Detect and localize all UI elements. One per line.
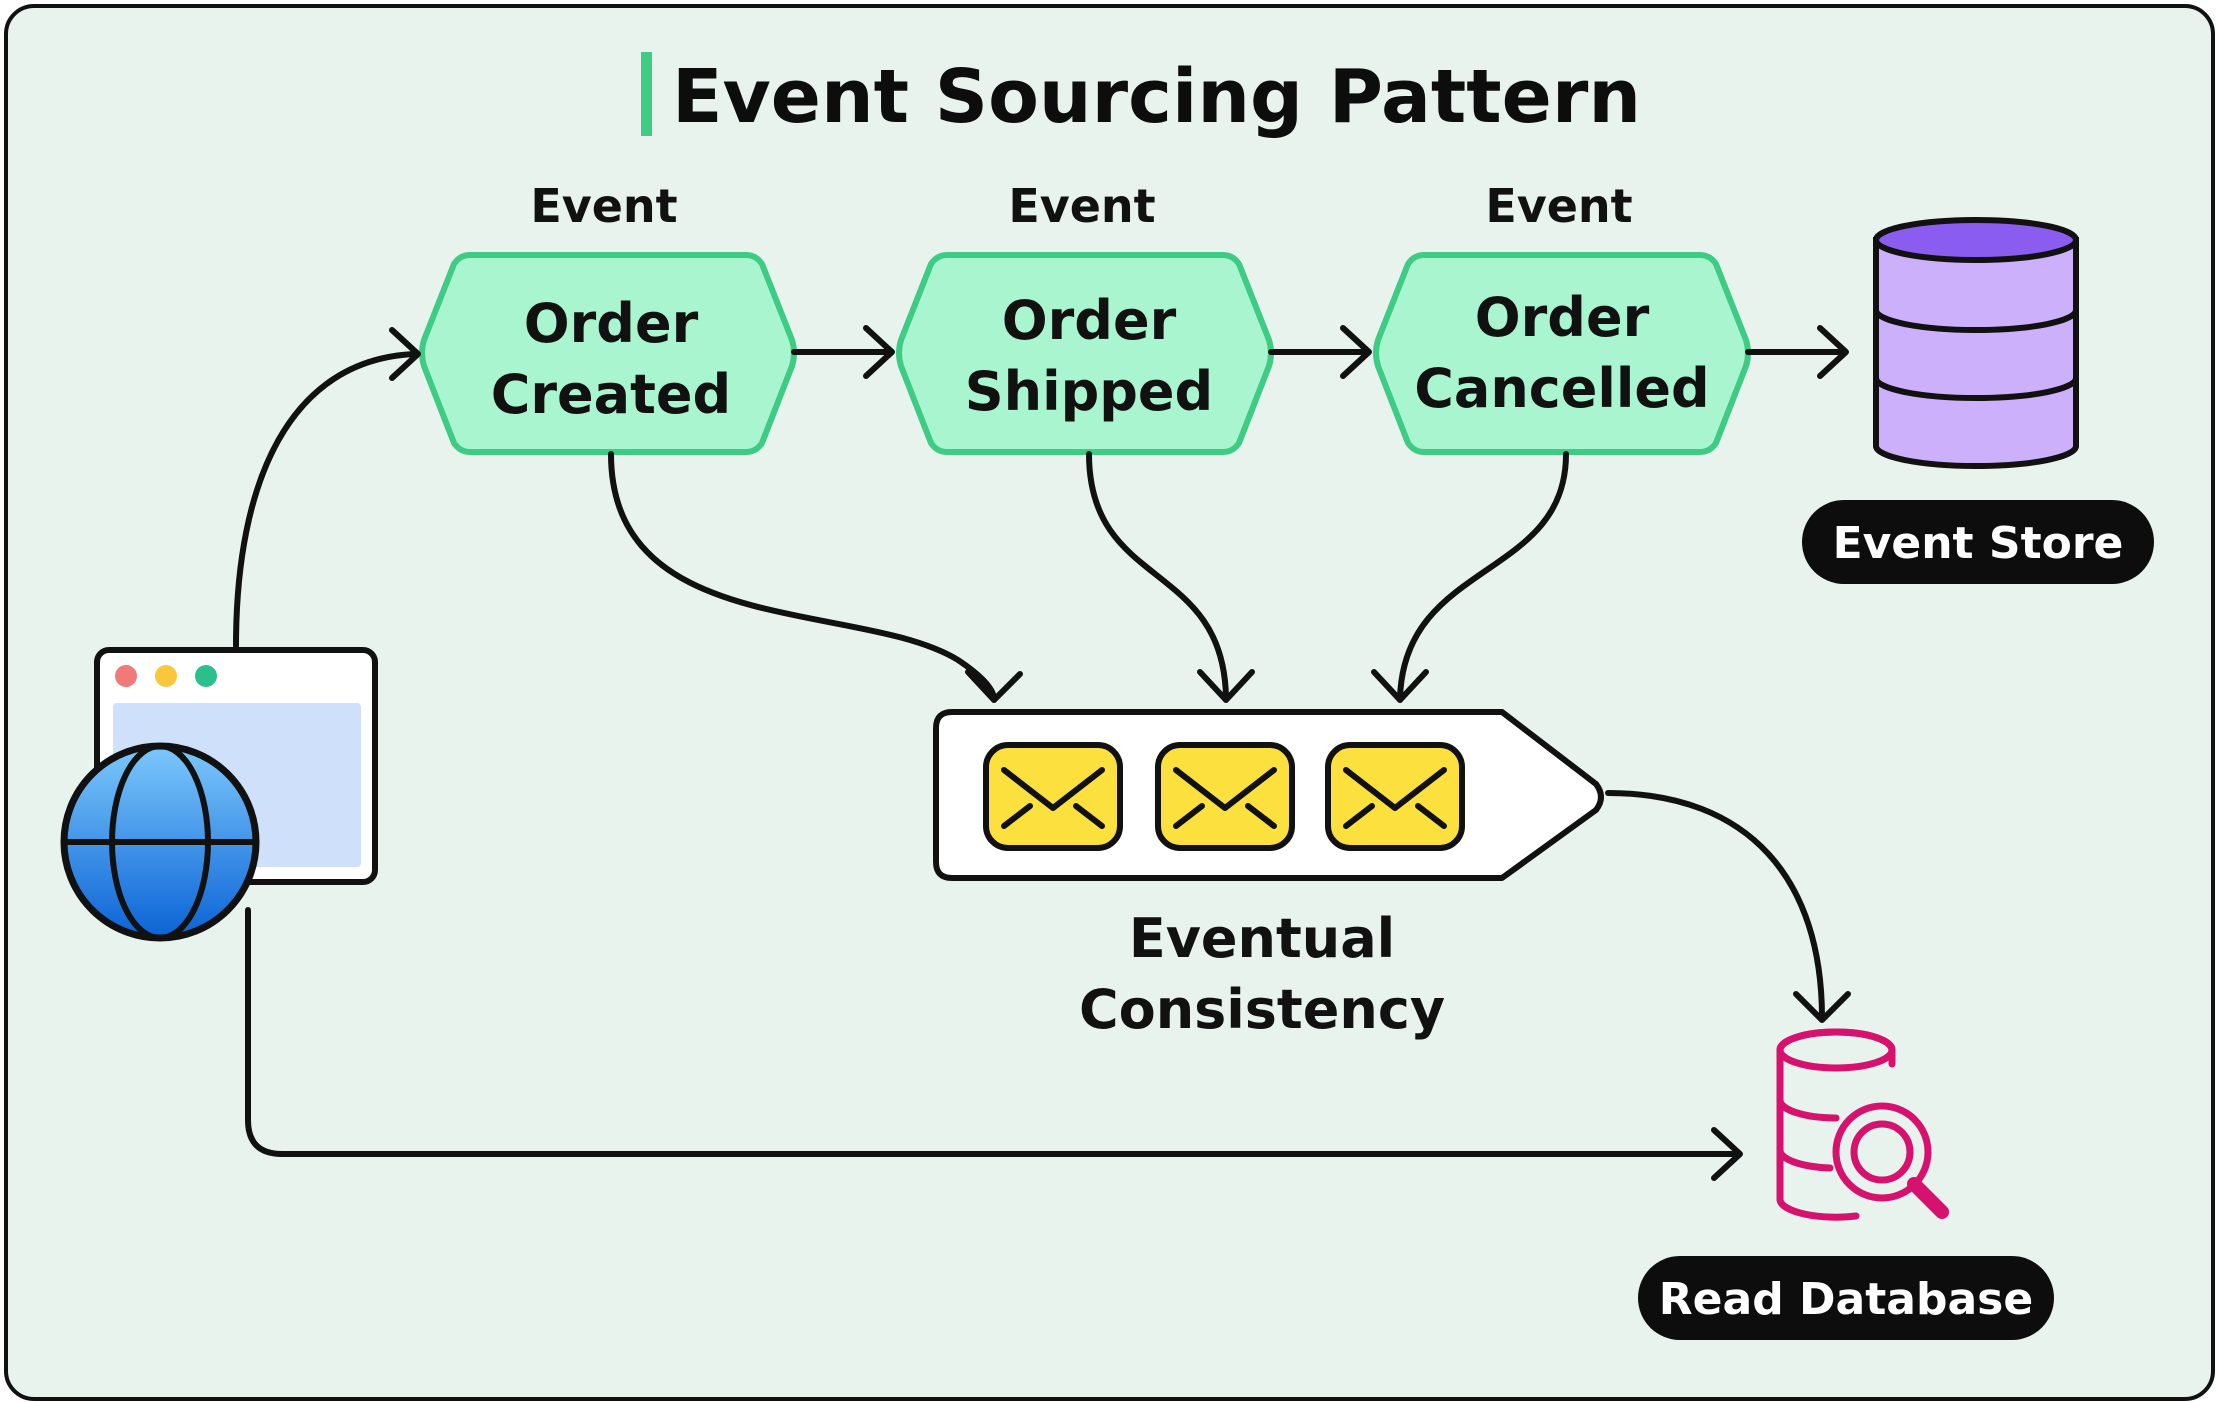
event-order-cancelled: Order Cancelled bbox=[1373, 252, 1751, 455]
queue-caption-line2: Consistency bbox=[1079, 978, 1445, 1041]
arrow-cancelled-to-store bbox=[1745, 325, 1849, 379]
arrow-client-to-event bbox=[233, 327, 421, 649]
database-search-icon bbox=[1776, 1028, 1949, 1221]
arrow-created-to-shipped bbox=[791, 325, 895, 379]
event-caption-3: Event bbox=[1485, 179, 1632, 233]
event-label-line1: Order bbox=[1475, 286, 1650, 349]
read-database-pill: Read Database bbox=[1638, 1256, 2054, 1340]
event-order-created: Order Created bbox=[419, 252, 797, 455]
arrow-cancelled-to-queue bbox=[1371, 451, 1569, 703]
event-caption-1: Event bbox=[530, 179, 677, 233]
message-envelope-icon bbox=[1155, 742, 1295, 851]
message-queue bbox=[933, 709, 1604, 881]
event-label-line2: Created bbox=[491, 363, 731, 426]
title-accent-bar bbox=[641, 52, 652, 136]
message-envelope-icon bbox=[983, 742, 1123, 851]
event-order-shipped: Order Shipped bbox=[896, 252, 1274, 455]
event-label-line1: Order bbox=[524, 292, 699, 355]
event-label-line2: Shipped bbox=[965, 360, 1213, 423]
arrow-shipped-to-queue bbox=[1086, 451, 1255, 703]
arrow-queue-to-read-database bbox=[1605, 790, 1851, 1023]
page-title: Event Sourcing Pattern bbox=[672, 54, 1641, 140]
event-label-line2: Cancelled bbox=[1414, 357, 1709, 420]
arrow-shipped-to-cancelled bbox=[1268, 325, 1372, 379]
event-store-pill: Event Store bbox=[1802, 500, 2154, 584]
event-label-line1: Order bbox=[1002, 289, 1177, 352]
arrow-created-to-queue bbox=[608, 451, 1023, 703]
message-envelope-icon bbox=[1325, 742, 1465, 851]
read-database-label: Read Database bbox=[1659, 1274, 2033, 1325]
arrow-client-to-read-database bbox=[245, 907, 1743, 1181]
web-browser-globe-icon bbox=[60, 647, 378, 942]
database-icon bbox=[1873, 217, 2079, 469]
queue-caption-line1: Eventual bbox=[1129, 907, 1395, 970]
event-store-label: Event Store bbox=[1833, 518, 2124, 569]
event-caption-2: Event bbox=[1008, 179, 1155, 233]
